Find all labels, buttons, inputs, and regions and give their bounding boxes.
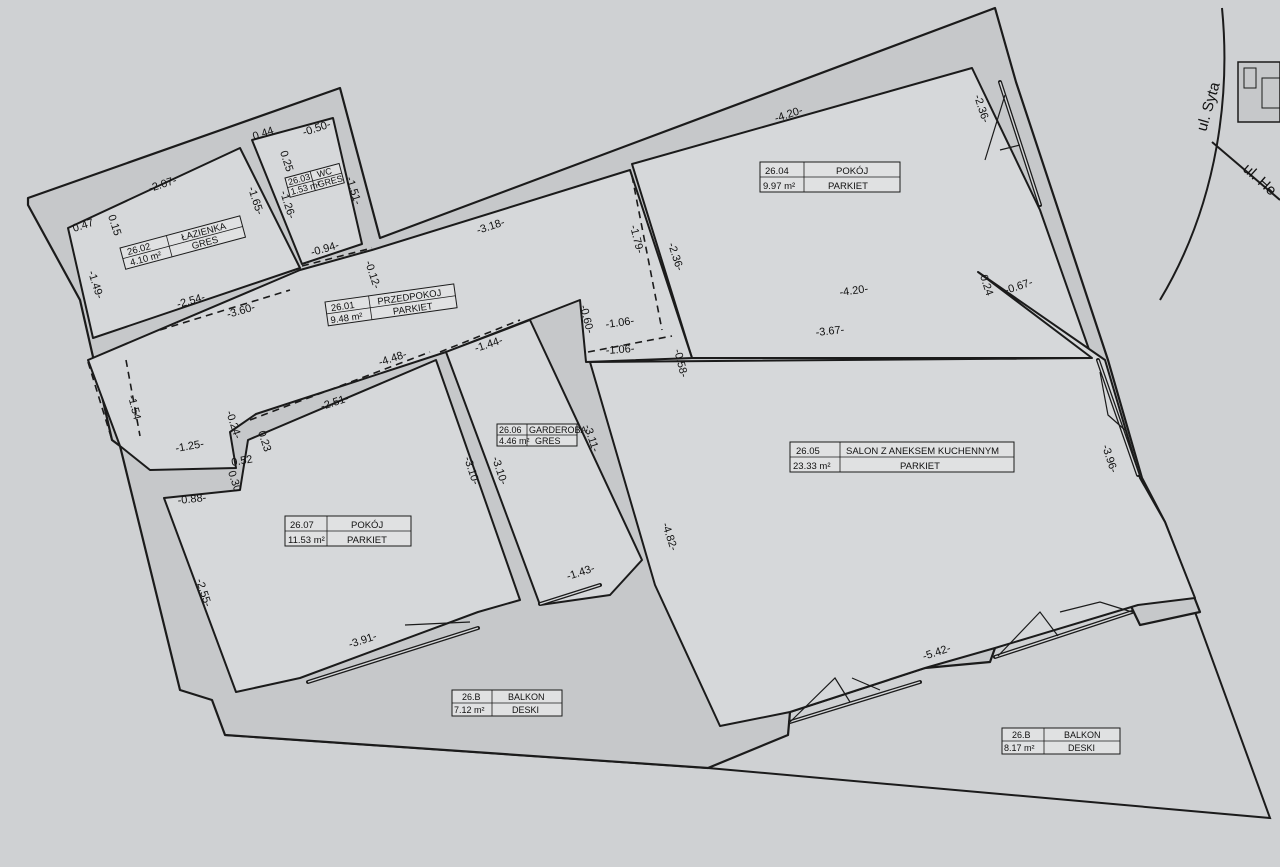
room-name: WC — [316, 166, 334, 180]
room-number: 26.04 — [765, 166, 789, 177]
room-area: 23.33 m² — [793, 461, 831, 472]
dim-label: -1.06- — [605, 315, 635, 331]
room-number: 26.B — [462, 692, 481, 702]
room-name: BALKON — [508, 692, 545, 702]
room-living-kitchen — [589, 271, 1196, 727]
dim-label: -1.06- — [605, 343, 635, 357]
door-living — [587, 335, 673, 353]
dim-label: -4.20- — [839, 283, 869, 299]
window-wardrobe — [538, 583, 602, 606]
room-number: 26.07 — [290, 520, 314, 531]
window-living-2 — [993, 601, 1134, 659]
room-area: 11.53 m² — [288, 535, 325, 546]
door-bathroom — [159, 289, 291, 331]
room-floor: PARKIET — [900, 461, 940, 472]
window-top-right — [984, 80, 1042, 207]
room-floor: DESKI — [1068, 743, 1095, 753]
label-box-bedroom-top: 26.04 POKÓJ 9.97 m² PARKIET — [759, 161, 901, 193]
room-name: POKÓJ — [836, 166, 868, 177]
window-living-1 — [788, 677, 922, 724]
room-name: POKÓJ — [351, 520, 383, 531]
dim-label: 0.52 — [230, 453, 253, 469]
door-wardrobe — [439, 319, 521, 353]
room-wardrobe — [445, 319, 643, 606]
room-floor: GRES — [535, 436, 561, 446]
dim-label: -0.88- — [177, 492, 207, 507]
room-number: 26.B — [1012, 730, 1031, 740]
window-right — [1096, 358, 1140, 477]
room-floor: PARKIET — [828, 181, 868, 192]
street-curve — [1159, 7, 1226, 301]
street-building — [1237, 61, 1280, 123]
label-box-hallway: 26.01 PRZEDPOKOJ 9.48 m² PARKIET — [324, 283, 458, 326]
room-area: 4.46 m² — [499, 436, 530, 446]
room-floor: DESKI — [512, 705, 539, 715]
room-name: SALON Z ANEKSEM KUCHENNYM — [846, 446, 999, 457]
label-box-bedroom-bottom: 26.07 POKÓJ 11.53 m² PARKIET — [284, 515, 412, 547]
room-area: 9.48 m² — [330, 311, 363, 326]
door-hall-left — [87, 361, 113, 441]
door-bedroom-top — [631, 175, 663, 331]
label-box-wc: 26.03 WC 1.53 m² GRES — [284, 162, 345, 198]
room-number: 26.05 — [796, 446, 820, 457]
dim-label: -1.25- — [174, 438, 205, 455]
door-bedroom-bottom — [249, 351, 431, 421]
label-box-living: 26.05 SALON Z ANEKSEM KUCHENNYM 23.33 m²… — [789, 441, 1015, 473]
room-number: 26.06 — [499, 425, 522, 435]
label-box-wardrobe: 26.06 GARDEROBA 4.46 m² GRES — [496, 423, 587, 447]
street-line — [1211, 141, 1280, 201]
door-hall-right — [125, 359, 141, 437]
label-box-balcony-1: 26.B BALKON 7.12 m² DESKI — [451, 689, 563, 717]
room-area: 9.97 m² — [763, 181, 795, 192]
room-area: 8.17 m² — [1004, 743, 1035, 753]
room-name: BALKON — [1064, 730, 1101, 740]
room-number: 26.01 — [330, 300, 355, 314]
room-floor: PARKIET — [347, 535, 387, 546]
room-area: 7.12 m² — [454, 705, 485, 715]
dim-label: -3.67- — [815, 324, 845, 339]
window-bedroom-bottom — [306, 621, 480, 684]
label-box-balcony-2: 26.B BALKON 8.17 m² DESKI — [1001, 727, 1121, 755]
room-name: GARDEROBA — [529, 425, 587, 435]
door-wc — [301, 247, 373, 267]
